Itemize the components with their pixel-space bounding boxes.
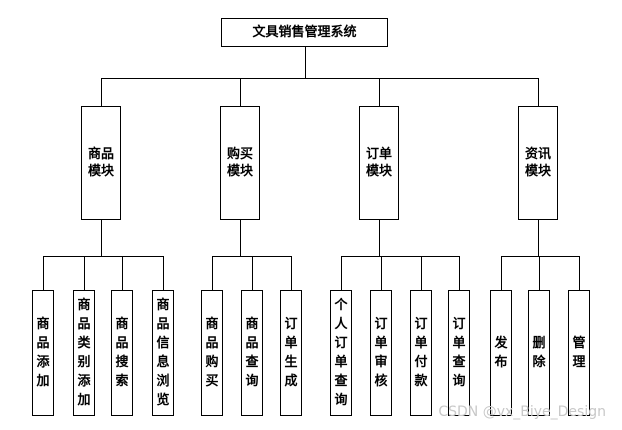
function-box: 发布 bbox=[490, 290, 512, 416]
leaf-drop-line bbox=[291, 256, 292, 290]
module-label: 购买模块 bbox=[226, 147, 253, 179]
function-label: 订单审核 bbox=[374, 317, 388, 389]
function-box: 订单生成 bbox=[280, 290, 302, 416]
leaf-drop-line bbox=[459, 256, 460, 290]
module-stem-line bbox=[379, 220, 380, 256]
main-bus-line bbox=[101, 78, 539, 79]
function-box: 商品类别添加 bbox=[73, 290, 95, 416]
function-label: 订单查询 bbox=[452, 317, 466, 389]
root-stem-line bbox=[304, 47, 306, 78]
leaf-drop-line bbox=[381, 256, 382, 290]
module-drop-line bbox=[379, 78, 380, 106]
leaf-drop-line bbox=[122, 256, 123, 290]
function-label: 商品添加 bbox=[36, 317, 50, 389]
function-box: 商品购买 bbox=[201, 290, 223, 416]
function-label: 商品购买 bbox=[205, 317, 219, 389]
root-node-box: 文具销售管理系统 bbox=[221, 18, 388, 47]
function-label: 个人订单查询 bbox=[334, 298, 348, 408]
module-label: 订单模块 bbox=[365, 147, 392, 179]
module-stem-line bbox=[538, 220, 539, 256]
function-label: 商品类别添加 bbox=[77, 298, 91, 408]
module-label: 商品模块 bbox=[87, 147, 114, 179]
function-box: 个人订单查询 bbox=[330, 290, 352, 416]
root-node-label: 文具销售管理系统 bbox=[252, 25, 357, 40]
function-label: 商品信息浏览 bbox=[156, 298, 170, 408]
function-label: 发布 bbox=[494, 336, 508, 370]
leaf-drop-line bbox=[252, 256, 253, 290]
function-label: 删除 bbox=[532, 336, 546, 370]
function-box: 管理 bbox=[568, 290, 590, 416]
leaf-drop-line bbox=[84, 256, 85, 290]
module-box: 商品模块 bbox=[81, 106, 121, 220]
function-box: 商品信息浏览 bbox=[152, 290, 174, 416]
module-drop-line bbox=[101, 78, 102, 106]
function-label: 订单付款 bbox=[414, 317, 428, 389]
function-box: 订单审核 bbox=[370, 290, 392, 416]
function-label: 管理 bbox=[572, 336, 586, 370]
sub-bus-line bbox=[43, 256, 164, 257]
module-box: 订单模块 bbox=[359, 106, 399, 220]
watermark: CSDN @vx_Biye_Design bbox=[438, 404, 606, 420]
module-box: 购买模块 bbox=[220, 106, 260, 220]
module-stem-line bbox=[240, 220, 241, 256]
leaf-drop-line bbox=[579, 256, 580, 290]
sub-bus-line bbox=[341, 256, 460, 257]
function-label: 订单生成 bbox=[284, 317, 298, 389]
function-box: 订单查询 bbox=[448, 290, 470, 416]
function-box: 商品查询 bbox=[241, 290, 263, 416]
module-stem-line bbox=[101, 220, 102, 256]
sub-bus-line bbox=[501, 256, 580, 257]
module-label: 资讯模块 bbox=[524, 147, 551, 179]
function-box: 商品搜索 bbox=[111, 290, 133, 416]
function-box: 商品添加 bbox=[32, 290, 54, 416]
function-label: 商品搜索 bbox=[115, 317, 129, 389]
leaf-drop-line bbox=[341, 256, 342, 290]
module-box: 资讯模块 bbox=[518, 106, 558, 220]
leaf-drop-line bbox=[163, 256, 164, 290]
leaf-drop-line bbox=[212, 256, 213, 290]
leaf-drop-line bbox=[539, 256, 540, 290]
module-drop-line bbox=[240, 78, 241, 106]
leaf-drop-line bbox=[501, 256, 502, 290]
function-box: 订单付款 bbox=[410, 290, 432, 416]
leaf-drop-line bbox=[421, 256, 422, 290]
module-drop-line bbox=[538, 78, 539, 106]
leaf-drop-line bbox=[43, 256, 44, 290]
function-box: 删除 bbox=[528, 290, 550, 416]
function-label: 商品查询 bbox=[245, 317, 259, 389]
